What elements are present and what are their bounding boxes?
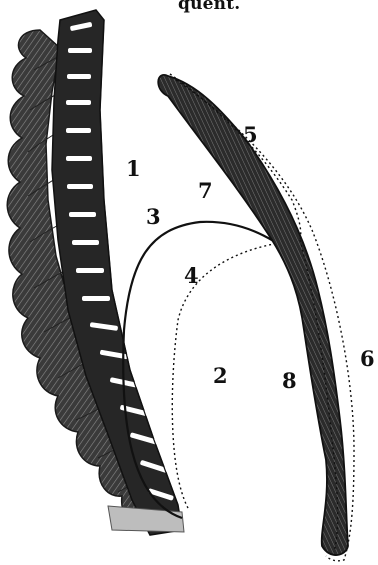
label-8: 8: [282, 370, 297, 391]
label-3: 3: [146, 206, 161, 227]
label-2: 2: [213, 365, 228, 386]
label-6: 6: [360, 348, 375, 369]
label-1: 1: [126, 158, 141, 179]
label-5: 5: [243, 124, 258, 145]
label-7: 7: [198, 180, 213, 201]
label-4: 4: [184, 265, 199, 286]
